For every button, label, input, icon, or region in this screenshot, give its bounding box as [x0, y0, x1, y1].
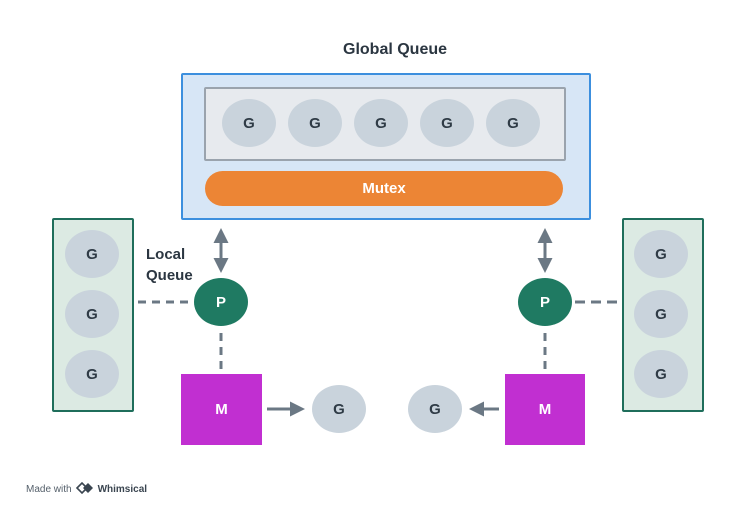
left-local-goroutine: G [65, 230, 119, 278]
left-local-goroutine: G [65, 350, 119, 398]
right-processor: P [518, 278, 572, 326]
local-queue-label-line2: Queue [146, 267, 193, 284]
global-queue-title: Global Queue [343, 41, 448, 58]
right-local-goroutine: G [634, 350, 688, 398]
global-goroutine: G [354, 99, 408, 147]
local-queue-label: Local Queue [146, 244, 193, 286]
footer[interactable]: Made with Whimsical [26, 481, 148, 497]
global-goroutine: G [288, 99, 342, 147]
global-goroutine: G [486, 99, 540, 147]
whimsical-logo-icon [75, 481, 94, 497]
left-local-goroutine: G [65, 290, 119, 338]
mutex-bar: Mutex [205, 171, 563, 206]
left-running-goroutine: G [312, 385, 366, 433]
global-goroutine: G [222, 99, 276, 147]
right-machine: M [505, 374, 585, 445]
right-local-goroutine: G [634, 290, 688, 338]
right-running-goroutine: G [408, 385, 462, 433]
left-machine: M [181, 374, 262, 445]
right-local-goroutine: G [634, 230, 688, 278]
whimsical-brand: Whimsical [97, 484, 148, 495]
local-queue-label-line1: Local [146, 246, 186, 263]
made-with-text: Made with [26, 484, 72, 495]
global-goroutine: G [420, 99, 474, 147]
left-processor: P [194, 278, 248, 326]
